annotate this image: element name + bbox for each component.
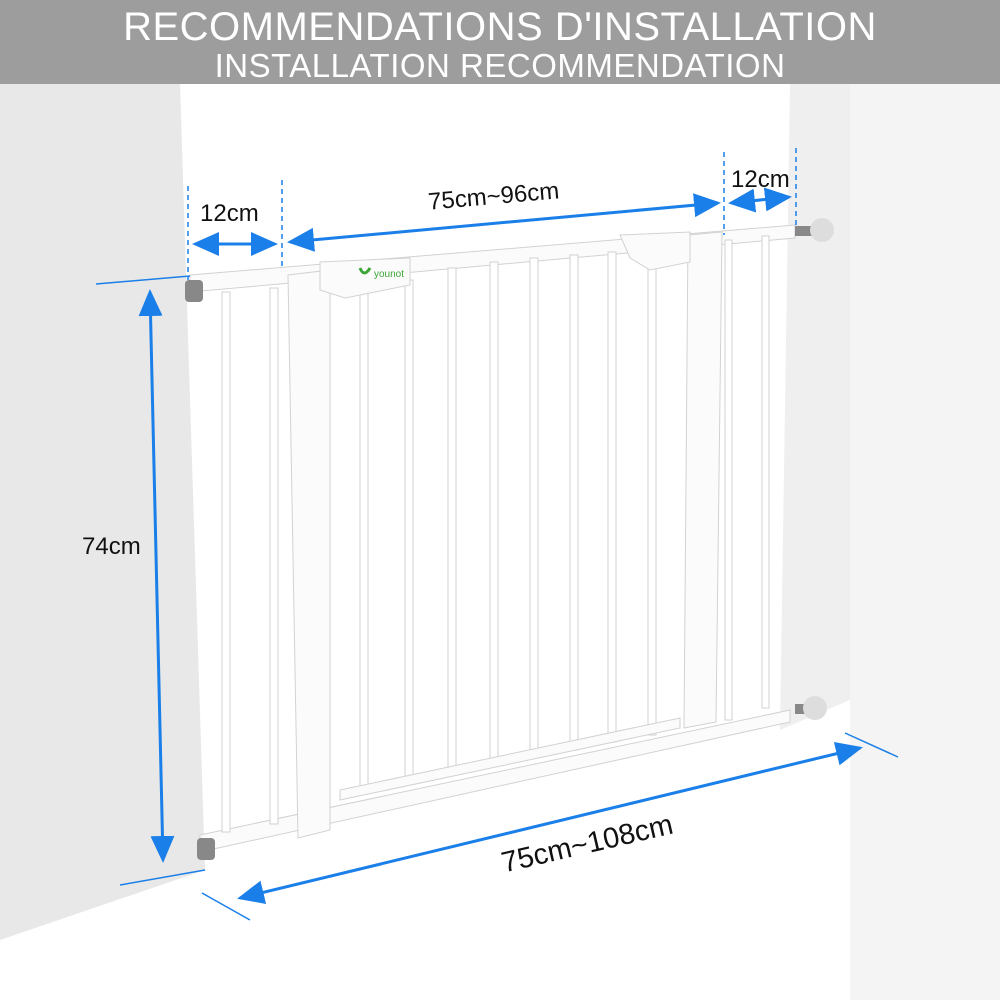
gate xyxy=(189,224,796,853)
height-label: 74cm xyxy=(82,533,141,560)
title-french: RECOMMENDATIONS D'INSTALLATION xyxy=(123,5,877,49)
header-banner: RECOMMENDATIONS D'INSTALLATION INSTALLAT… xyxy=(0,0,1000,84)
right-pillar xyxy=(780,84,850,730)
brand-logo-icon xyxy=(358,267,372,275)
width-arrow xyxy=(237,741,863,905)
opening-arrow xyxy=(287,193,721,252)
right-wall xyxy=(850,84,1000,1000)
left-wall xyxy=(0,84,205,940)
brand-label: younot xyxy=(374,269,405,280)
right-extension-arrow xyxy=(728,187,792,213)
left-extension-label: 12cm xyxy=(200,200,259,227)
height-arrow xyxy=(138,289,175,863)
title-english: INSTALLATION RECOMMENDATION xyxy=(214,47,786,84)
right-extension-label: 12cm xyxy=(731,166,790,193)
